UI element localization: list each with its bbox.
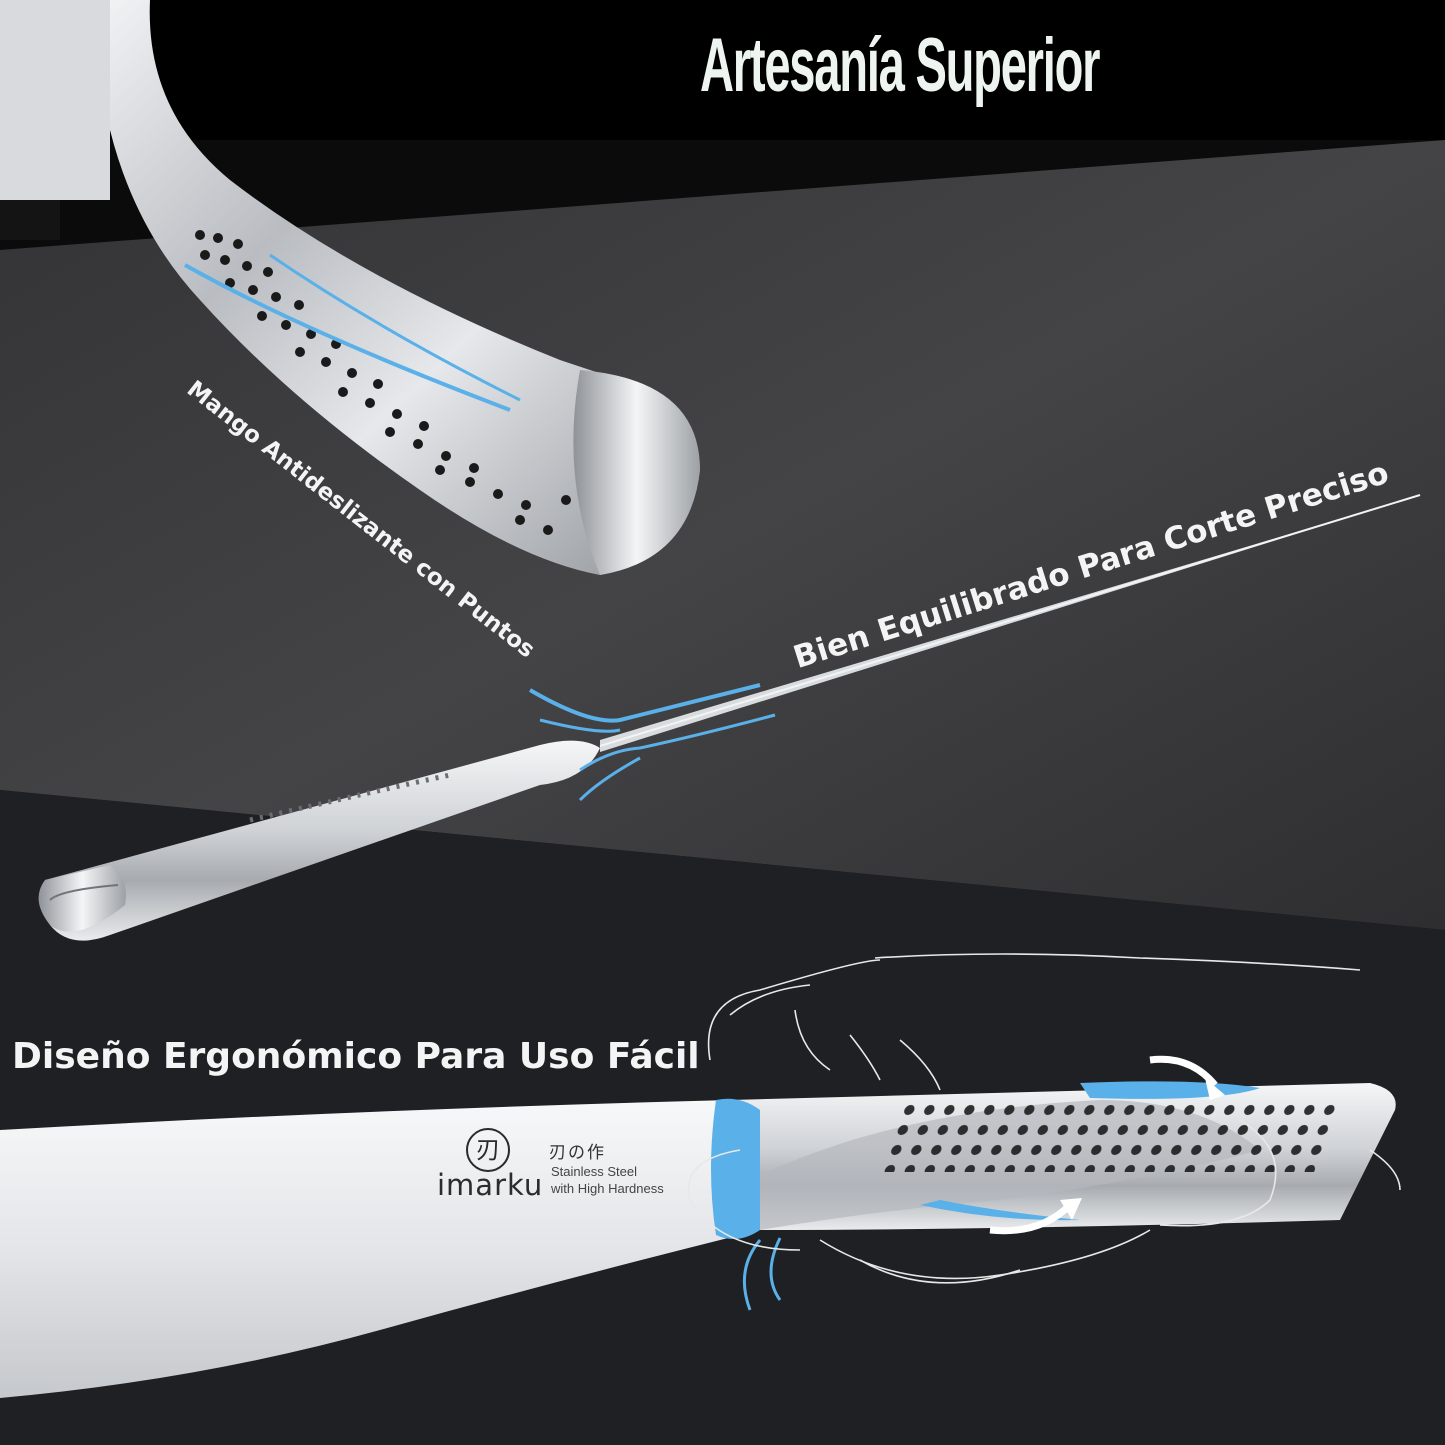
headline-title: Artesanía Superior xyxy=(700,23,1101,108)
bottom-knife xyxy=(0,1055,1396,1398)
feature-ergonomic-label: Diseño Ergonómico Para Uso Fácil xyxy=(12,1036,700,1077)
brand-name: imarku xyxy=(437,1168,544,1202)
brand-hardness-line: with High Hardness xyxy=(551,1181,664,1196)
brand-material-line: Stainless Steel xyxy=(551,1164,637,1179)
brand-logo-icon: 刃 xyxy=(466,1128,510,1172)
top-knife-handle xyxy=(0,0,700,575)
middle-knife xyxy=(38,494,1421,941)
hand-outline-sketch xyxy=(687,953,1401,1284)
brand-japanese-mark: 刃の作 xyxy=(549,1143,606,1163)
